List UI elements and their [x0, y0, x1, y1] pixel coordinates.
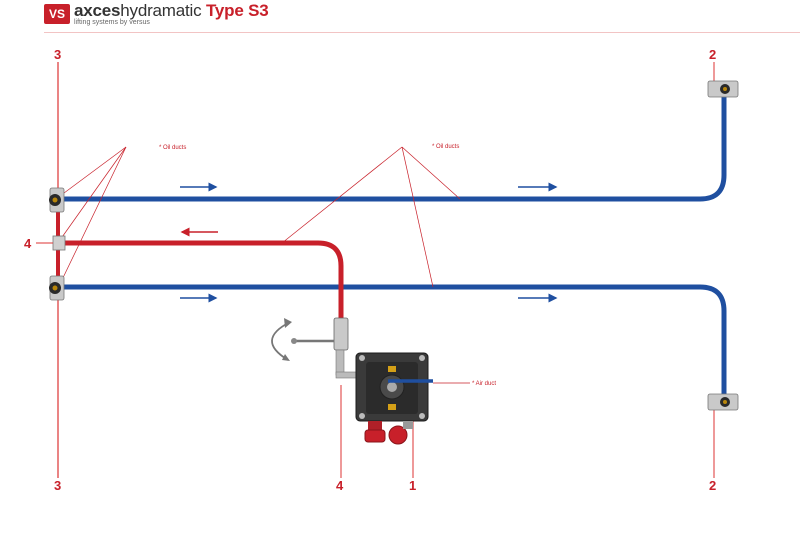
- label-left-bottom: 3: [54, 478, 61, 493]
- cylinder-fitting-top-right: [707, 80, 739, 98]
- tee-fitting-left: [52, 235, 66, 251]
- cylinder-fitting-bottom-right: [707, 393, 739, 411]
- oil-ducts-leaders-left: [59, 146, 127, 285]
- tagline: lifting systems by versus: [74, 19, 150, 26]
- brand-part-1: axces: [74, 1, 121, 20]
- annotation-air-duct: * Air duct: [472, 381, 496, 387]
- label-left-junction: 4: [24, 236, 32, 251]
- oil-ducts-leaders-right: [281, 146, 461, 288]
- annotation-oil-ducts-left: * Oil ducts: [159, 145, 186, 151]
- header: VS axceshydramatic Type S3 lifting syste…: [0, 0, 800, 33]
- cylinder-fitting-top-left: [49, 187, 65, 213]
- oil-duct-upper: [55, 87, 727, 202]
- oil-duct-pressure: [57, 240, 344, 321]
- label-valve: 4: [336, 478, 344, 493]
- cylinder-fitting-bottom-left: [49, 275, 65, 301]
- label-right-bottom: 2: [709, 478, 716, 493]
- label-right-top: 2: [709, 47, 716, 62]
- oil-duct-lower: [55, 284, 727, 401]
- label-pump: 1: [409, 478, 416, 493]
- rotation-arrow-icon: [271, 318, 292, 361]
- pump-unit: [355, 352, 433, 445]
- label-left-top: 3: [54, 47, 61, 62]
- brand-part-2: hydramatic: [120, 1, 202, 20]
- header-divider: [44, 32, 800, 33]
- shutoff-valve: [291, 317, 359, 379]
- brand-title: axceshydramatic Type S3: [74, 1, 269, 21]
- annotation-oil-ducts-right: * Oil ducts: [432, 144, 459, 150]
- logo: VS: [44, 4, 70, 24]
- brand-part-3: Type S3: [205, 1, 269, 20]
